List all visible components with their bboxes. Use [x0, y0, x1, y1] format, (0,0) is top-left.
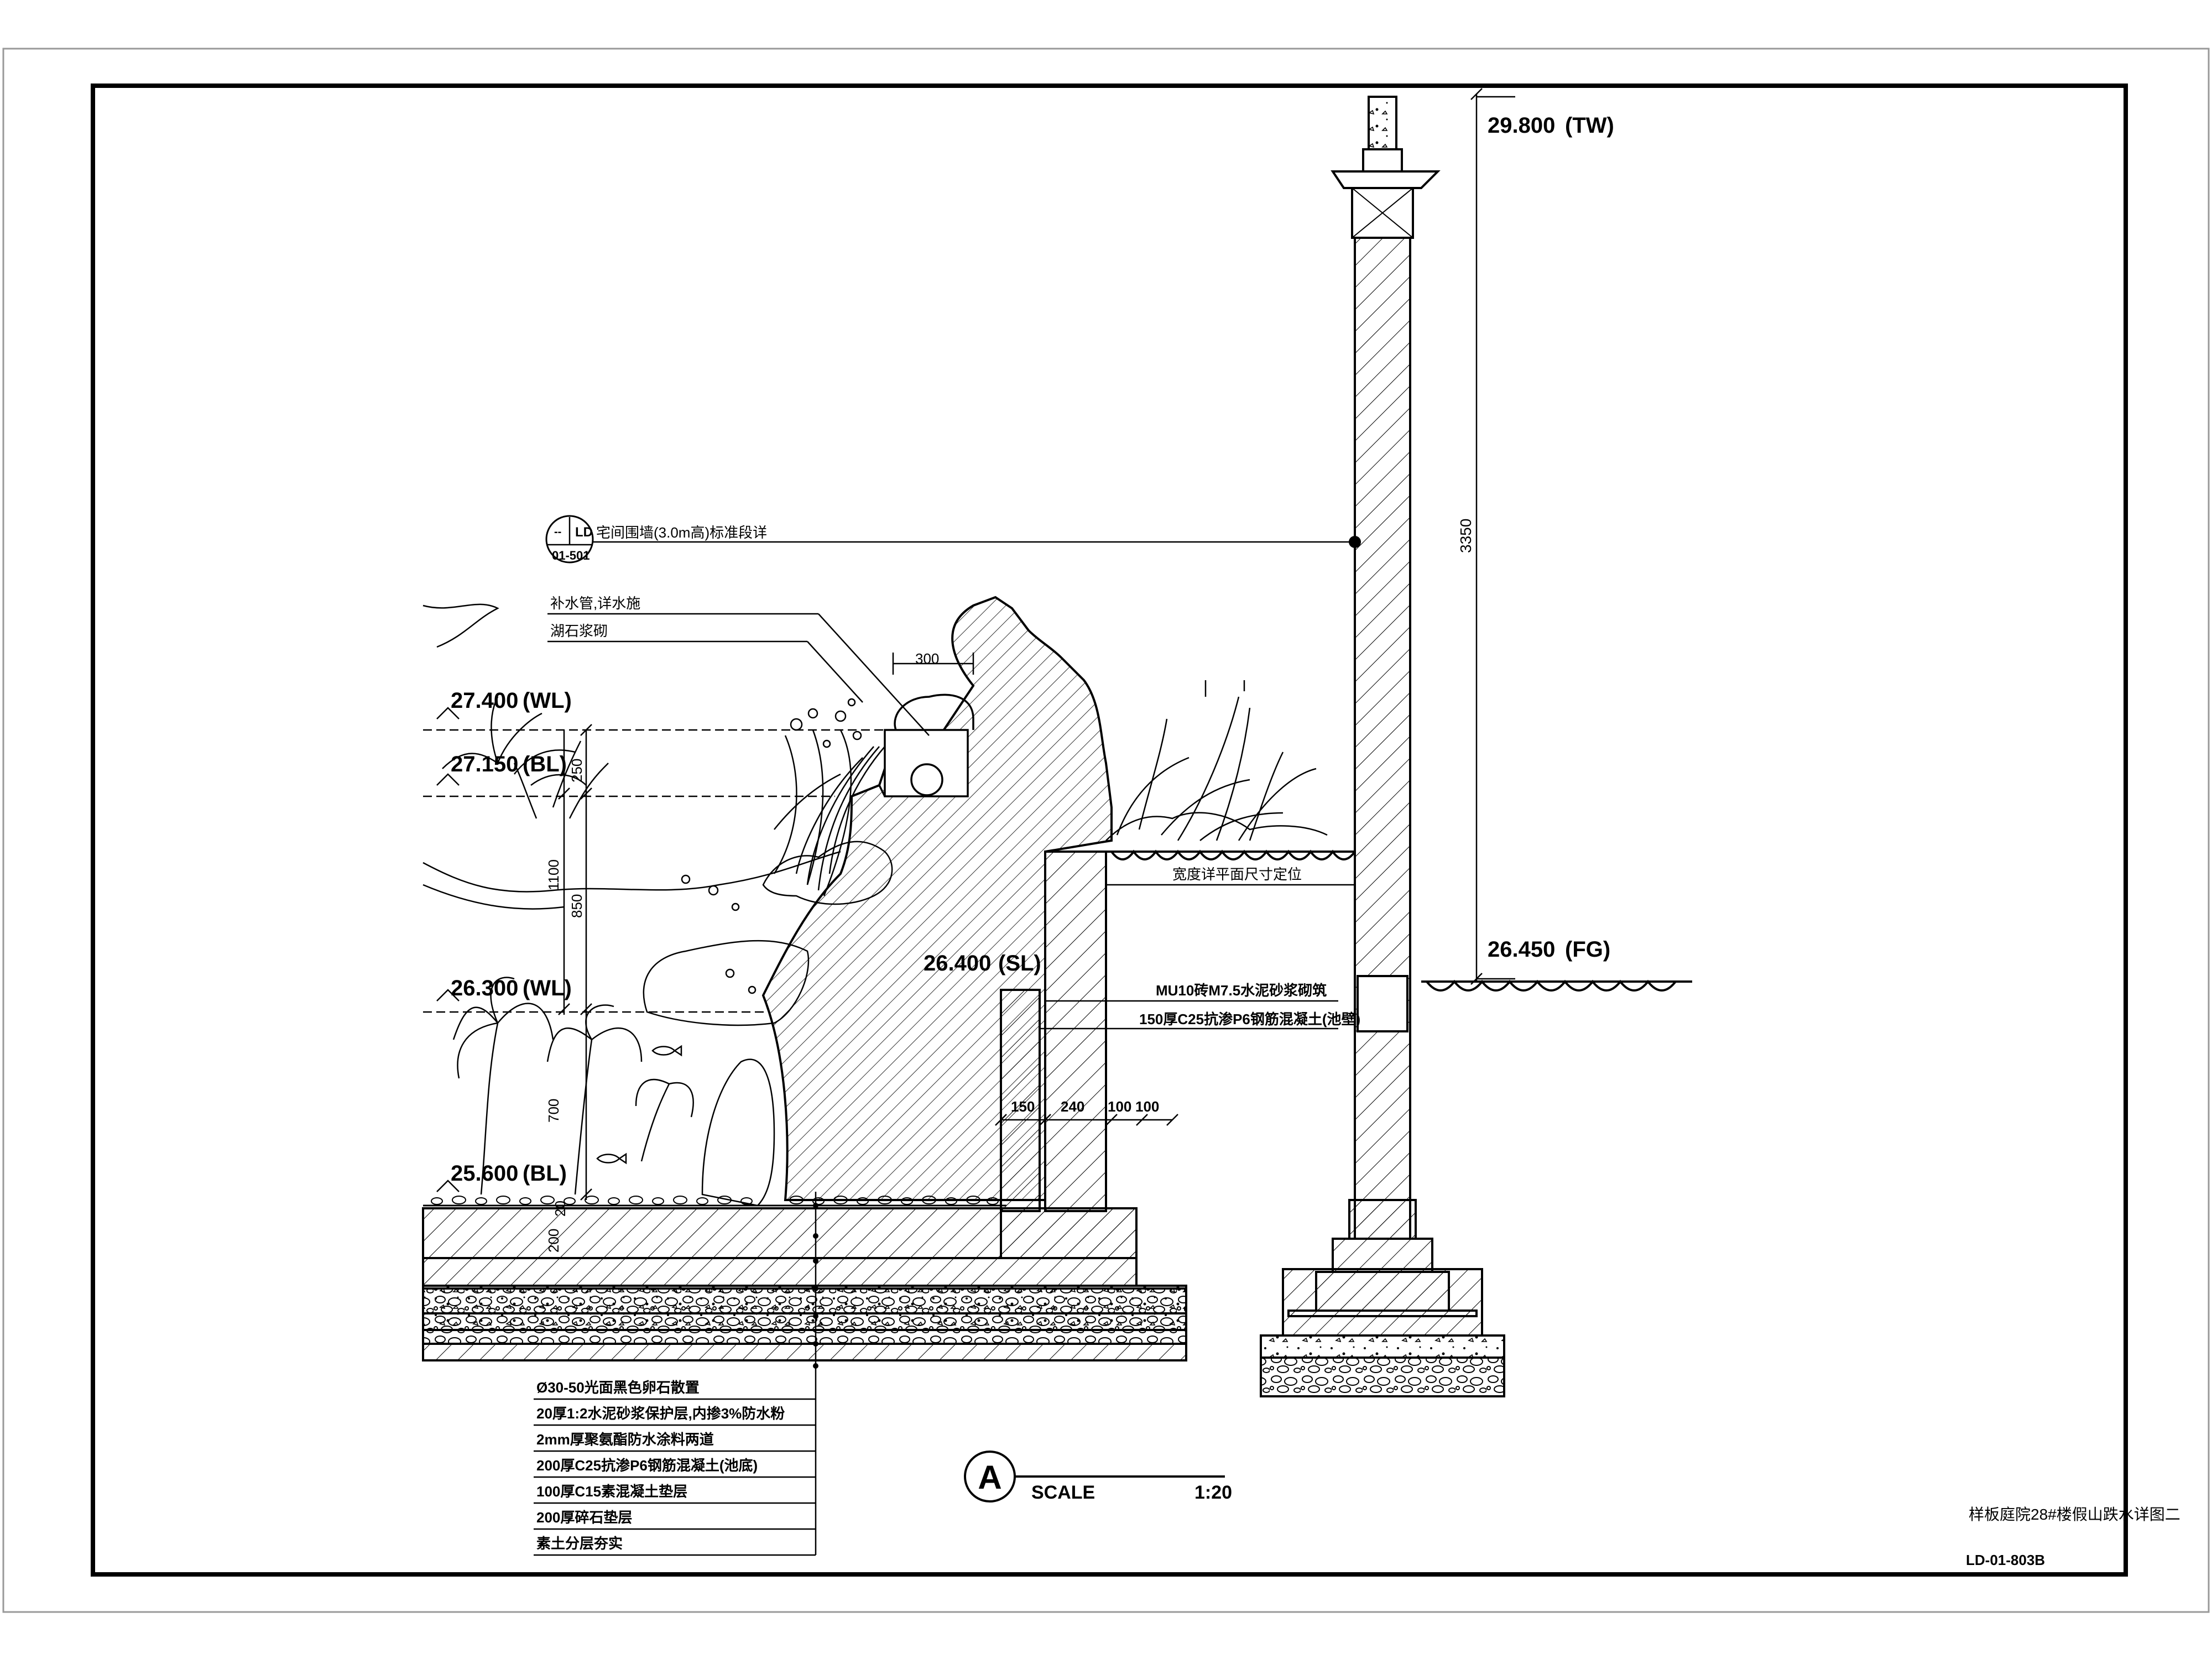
elev-wl-low-tag: (WL)	[523, 976, 572, 1000]
elev-bl-top: 27.150	[451, 752, 518, 776]
dim-250: 250	[568, 759, 585, 782]
sheet-title: 样板庭院28#楼假山跌水详图二	[1969, 1506, 2180, 1523]
leader-dot	[1349, 536, 1361, 548]
elev-wl-low: 26.300	[451, 976, 518, 1000]
scale-label: SCALE	[1031, 1482, 1095, 1503]
layer-4: 200厚C25抗渗P6钢筋混凝土(池底)	[536, 1457, 758, 1474]
elev-wl-top: 27.400	[451, 688, 518, 713]
brick-note: MU10砖M7.5水泥砂浆砌筑	[1156, 982, 1327, 999]
sheet-number: LD-01-803B	[1966, 1552, 2045, 1568]
elev-bl-low: 25.600	[451, 1161, 518, 1186]
section-letter: A	[978, 1459, 1001, 1496]
boundary-wall	[1260, 96, 1505, 1397]
pool-construction	[422, 851, 1187, 1361]
dimension-lines	[423, 88, 1515, 1366]
scale-value: 1:20	[1194, 1482, 1232, 1503]
layer-5: 100厚C15素混凝土垫层	[536, 1483, 687, 1500]
layer-6: 200厚碎石垫层	[536, 1509, 632, 1526]
dim-1100: 1100	[545, 859, 562, 890]
elev-tw-tag: (TW)	[1565, 113, 1614, 138]
stone-note: 湖石浆砌	[550, 623, 608, 639]
elev-sl-tag: (SL)	[998, 951, 1041, 975]
dim-3350: 3350	[1457, 519, 1474, 553]
inner-frame	[91, 84, 2128, 1577]
width-note: 宽度详平面尺寸定位	[1172, 866, 1302, 883]
section-title-mark: A SCALE 1:20	[964, 1451, 1232, 1503]
detail-reference-bubble: -- LD 01-501	[545, 515, 594, 564]
plant-cluster	[1105, 680, 1328, 841]
dim-200: 200	[545, 1229, 562, 1253]
layer-schedule: Ø30-50光面黑色卵石散置 20厚1:2水泥砂浆保护层,内掺3%防水粉 2mm…	[534, 1366, 817, 1556]
elev-bl-low-tag: (BL)	[523, 1161, 567, 1186]
dim-300: 300	[915, 650, 939, 667]
layer-2: 20厚1:2水泥砂浆保护层,内掺3%防水粉	[536, 1405, 785, 1422]
layer-1: Ø30-50光面黑色卵石散置	[536, 1379, 700, 1396]
dim-100a: 100	[1108, 1098, 1131, 1115]
elev-sl: 26.400	[924, 951, 991, 975]
pipe-note: 补水管,详水施	[550, 595, 640, 612]
elev-wl-top-tag: (WL)	[523, 688, 572, 713]
layer-3: 2mm厚聚氨酯防水涂料两道	[536, 1431, 714, 1448]
elev-fg: 26.450	[1488, 937, 1555, 962]
elev-tw: 29.800	[1488, 113, 1555, 138]
dim-100b: 100	[1135, 1098, 1159, 1115]
elev-bl-top-tag: (BL)	[523, 752, 567, 776]
ref-sheet: 01-501	[552, 549, 590, 562]
ref-code: LD	[575, 525, 593, 540]
supply-pipe-box	[878, 693, 974, 797]
elev-fg-tag: (FG)	[1565, 937, 1610, 962]
leader-dots	[813, 1203, 818, 1369]
outer-frame	[2, 48, 2210, 1613]
planter-ground	[1106, 849, 1692, 992]
dim-150: 150	[1011, 1098, 1035, 1115]
dim-20: 20	[552, 1201, 568, 1217]
dim-850: 850	[568, 894, 585, 918]
wall-note: 150厚C25抗渗P6钢筋混凝土(池壁)	[1139, 1011, 1360, 1027]
dim-700: 700	[545, 1099, 562, 1123]
labels: 宅间围墙(3.0m高)标准段详 补水管,详水施 湖石浆砌 宽度详平面尺寸定位 M…	[451, 113, 1614, 1253]
ref-note: 宅间围墙(3.0m高)标准段详	[596, 524, 767, 541]
pebble-row	[431, 1196, 999, 1205]
ref-symbol: --	[554, 526, 561, 538]
waterfall-streaks	[795, 746, 885, 891]
layer-7: 素土分层夯实	[536, 1535, 623, 1552]
dim-240: 240	[1061, 1098, 1084, 1115]
